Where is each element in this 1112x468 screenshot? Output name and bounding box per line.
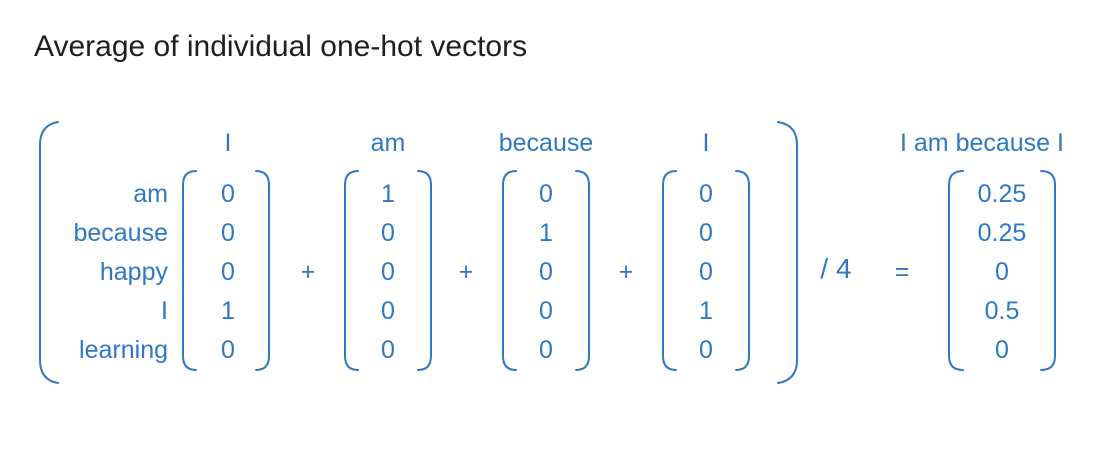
row-label-learning: learning [79,336,168,364]
result-value: 0 [995,258,1009,286]
vector4-right-bracket [735,170,750,371]
vector2-value: 0 [381,336,395,364]
vector2-value: 0 [381,258,395,286]
vector4-value: 1 [699,297,713,325]
vector1-header: I [224,129,232,157]
equals-operator: = [894,258,910,286]
vector4-value: 0 [699,219,713,247]
result-value: 0.25 [977,219,1027,247]
vector2-header: am [370,129,406,157]
vector3-value: 0 [539,297,553,325]
row-label-i: I [161,297,168,325]
vector1-value: 0 [221,219,235,247]
vector1-left-bracket [182,170,197,371]
vector3-value: 0 [539,180,553,208]
row-label-am: am [133,180,168,208]
vector2-value: 0 [381,297,395,325]
vector2-value: 1 [381,180,395,208]
vector4-value: 0 [699,180,713,208]
vector1-value: 0 [221,258,235,286]
vector1-value: 1 [221,297,235,325]
vector2-value: 0 [381,219,395,247]
plus-operator: + [618,258,634,286]
vector4-header: I [702,129,710,157]
result-right-bracket [1040,170,1056,371]
vector2-left-bracket [344,170,359,371]
vector4-value: 0 [699,258,713,286]
plus-operator: + [458,258,474,286]
divide-operator: / 4 [820,253,852,284]
result-header: I am because I [900,129,1064,157]
outer-left-bracket [39,121,59,384]
result-value: 0.5 [984,297,1020,325]
vector3-left-bracket [502,170,517,371]
result-left-bracket [948,170,964,371]
vector3-header: because [498,129,594,157]
row-label-happy: happy [99,258,168,286]
result-value: 0 [995,336,1009,364]
vector4-value: 0 [699,336,713,364]
vector3-value: 0 [539,258,553,286]
vector3-value: 1 [539,219,553,247]
outer-right-bracket [777,121,798,384]
vector1-value: 0 [221,336,235,364]
result-value: 0.25 [977,180,1027,208]
vector1-value: 0 [221,180,235,208]
vector3-value: 0 [539,336,553,364]
page-title: Average of individual one-hot vectors [34,30,528,63]
vector2-right-bracket [417,170,432,371]
vector3-right-bracket [575,170,590,371]
plus-operator: + [300,258,316,286]
vector1-right-bracket [255,170,270,371]
vector4-left-bracket [662,170,677,371]
row-label-because: because [73,219,168,247]
